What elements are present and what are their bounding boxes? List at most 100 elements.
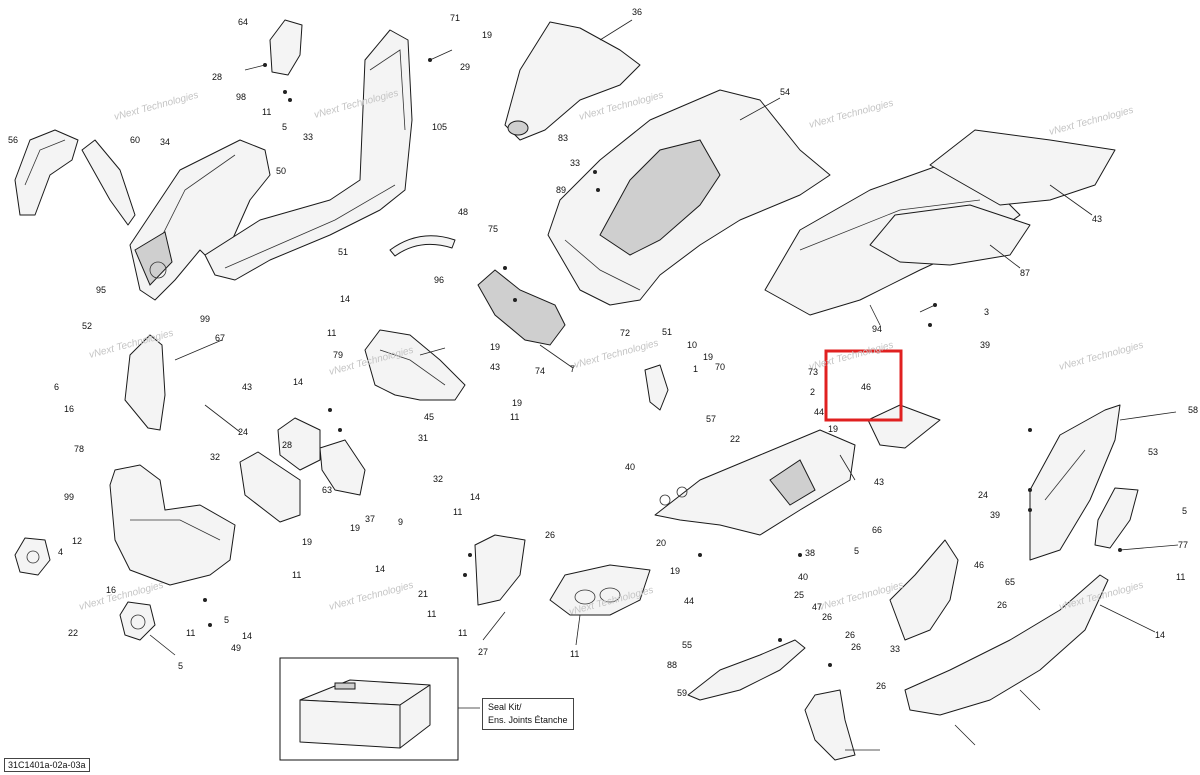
callout: 99 [200,314,210,324]
part-fender-flap-56[interactable] [14,129,79,216]
callout: 21 [418,589,428,599]
callout: 64 [238,17,248,27]
callout: 34 [160,137,170,147]
callout: 43 [490,362,500,372]
callout: 2 [810,387,815,397]
callout: 32 [210,452,220,462]
callout: 14 [470,492,480,502]
callout-numbers: 64 71 19 36 28 29 98 11 5 33 105 54 56 6… [8,7,1198,698]
part-bracket-51-center[interactable] [644,364,669,411]
callout: 65 [1005,577,1015,587]
svg-text:vNext Technologies: vNext Technologies [818,580,905,613]
part-headlight-47[interactable] [549,564,651,616]
callout: 25 [794,590,804,600]
svg-text:vNext Technologies: vNext Technologies [1058,340,1145,373]
callout: 77 [1178,540,1188,550]
part-fender-flap-60[interactable] [81,139,136,226]
part-light-66[interactable] [14,537,51,576]
callout: 96 [434,275,444,285]
part-console-31[interactable] [654,429,856,536]
callout: 47 [812,602,822,612]
part-headlight-cover-36[interactable] [504,21,641,141]
callout: 56 [8,135,18,145]
part-bumper-57[interactable] [109,464,236,586]
callout: 48 [458,207,468,217]
part-step-49[interactable] [889,539,959,641]
part-bracket-64[interactable] [269,19,303,76]
callout: 5 [854,546,859,556]
callout: 54 [780,87,790,97]
callout: 43 [1092,214,1102,224]
callout: 11 [327,328,336,338]
callout: 70 [715,362,725,372]
part-floor-panel-95[interactable] [929,129,1116,206]
part-front-fender-left[interactable] [129,139,271,301]
callout: 11 [453,507,462,517]
part-fender-panel-upper[interactable] [204,29,413,281]
part-trim-51[interactable] [389,235,456,257]
part-floor-panel-96[interactable] [869,204,1031,266]
part-bracket-63[interactable] [1094,487,1139,549]
part-grille-79[interactable] [239,417,366,523]
callout: 89 [556,185,566,195]
callout: 26 [845,630,855,640]
callout: 19 [703,352,713,362]
part-rocker-88[interactable] [904,574,1109,716]
seal-kit-label-line2: Ens. Joints Étanche [488,715,568,725]
callout: 46 [974,560,984,570]
callout: 5 [1182,506,1187,516]
callout: 49 [231,643,241,653]
callout: 26 [851,642,861,652]
callout: 43 [874,477,884,487]
part-rail-55[interactable] [687,639,806,701]
callout: 5 [224,615,229,625]
callout: 14 [1155,630,1165,640]
callout: 24 [238,427,248,437]
callout: 6 [54,382,59,392]
callout: 19 [350,523,360,533]
part-hood-54[interactable] [547,89,831,306]
callout: 27 [478,647,488,657]
callout: 58 [1188,405,1198,415]
callout: 14 [242,631,252,641]
callout: 45 [424,412,434,422]
part-panel-53[interactable] [474,534,526,606]
svg-text:vNext Technologies: vNext Technologies [113,90,200,123]
callout: 59 [677,688,687,698]
callout: 87 [1020,268,1030,278]
part-light-65[interactable] [119,601,156,641]
callout: 37 [365,514,375,524]
callout: 7 [570,364,575,374]
callout: 44 [814,407,824,417]
part-trim-73[interactable] [867,404,941,449]
part-mesh-75[interactable] [477,269,566,346]
callout: 51 [662,327,672,337]
callout: 53 [1148,447,1158,457]
callout: 60 [130,135,140,145]
callout: 98 [236,92,246,102]
callout: 20 [656,538,666,548]
leader-lines [149,19,1179,751]
part-guard-59[interactable] [804,689,856,761]
callout: 11 [427,609,436,619]
callout: 14 [375,564,385,574]
callout: 11 [262,107,271,117]
part-mudguard-52[interactable] [124,334,166,431]
callout: 22 [730,434,740,444]
callout: 38 [805,548,815,558]
seal-kit-label-line1: Seal Kit/ [488,702,522,712]
callout: 11 [292,570,301,580]
callout: 46 [861,382,871,392]
callout: 3 [984,307,989,317]
seal-kit-box[interactable] [279,657,480,761]
callout: 57 [706,414,716,424]
part-side-panel-37[interactable] [1029,404,1121,561]
svg-text:vNext Technologies: vNext Technologies [1048,105,1135,138]
callout: 11 [458,628,467,638]
callout: 11 [510,412,519,422]
callout: 67 [215,333,225,343]
callout: 39 [980,340,990,350]
callout: 26 [997,600,1007,610]
svg-text:vNext Technologies: vNext Technologies [78,580,165,613]
part-bracket-67[interactable] [364,329,466,401]
